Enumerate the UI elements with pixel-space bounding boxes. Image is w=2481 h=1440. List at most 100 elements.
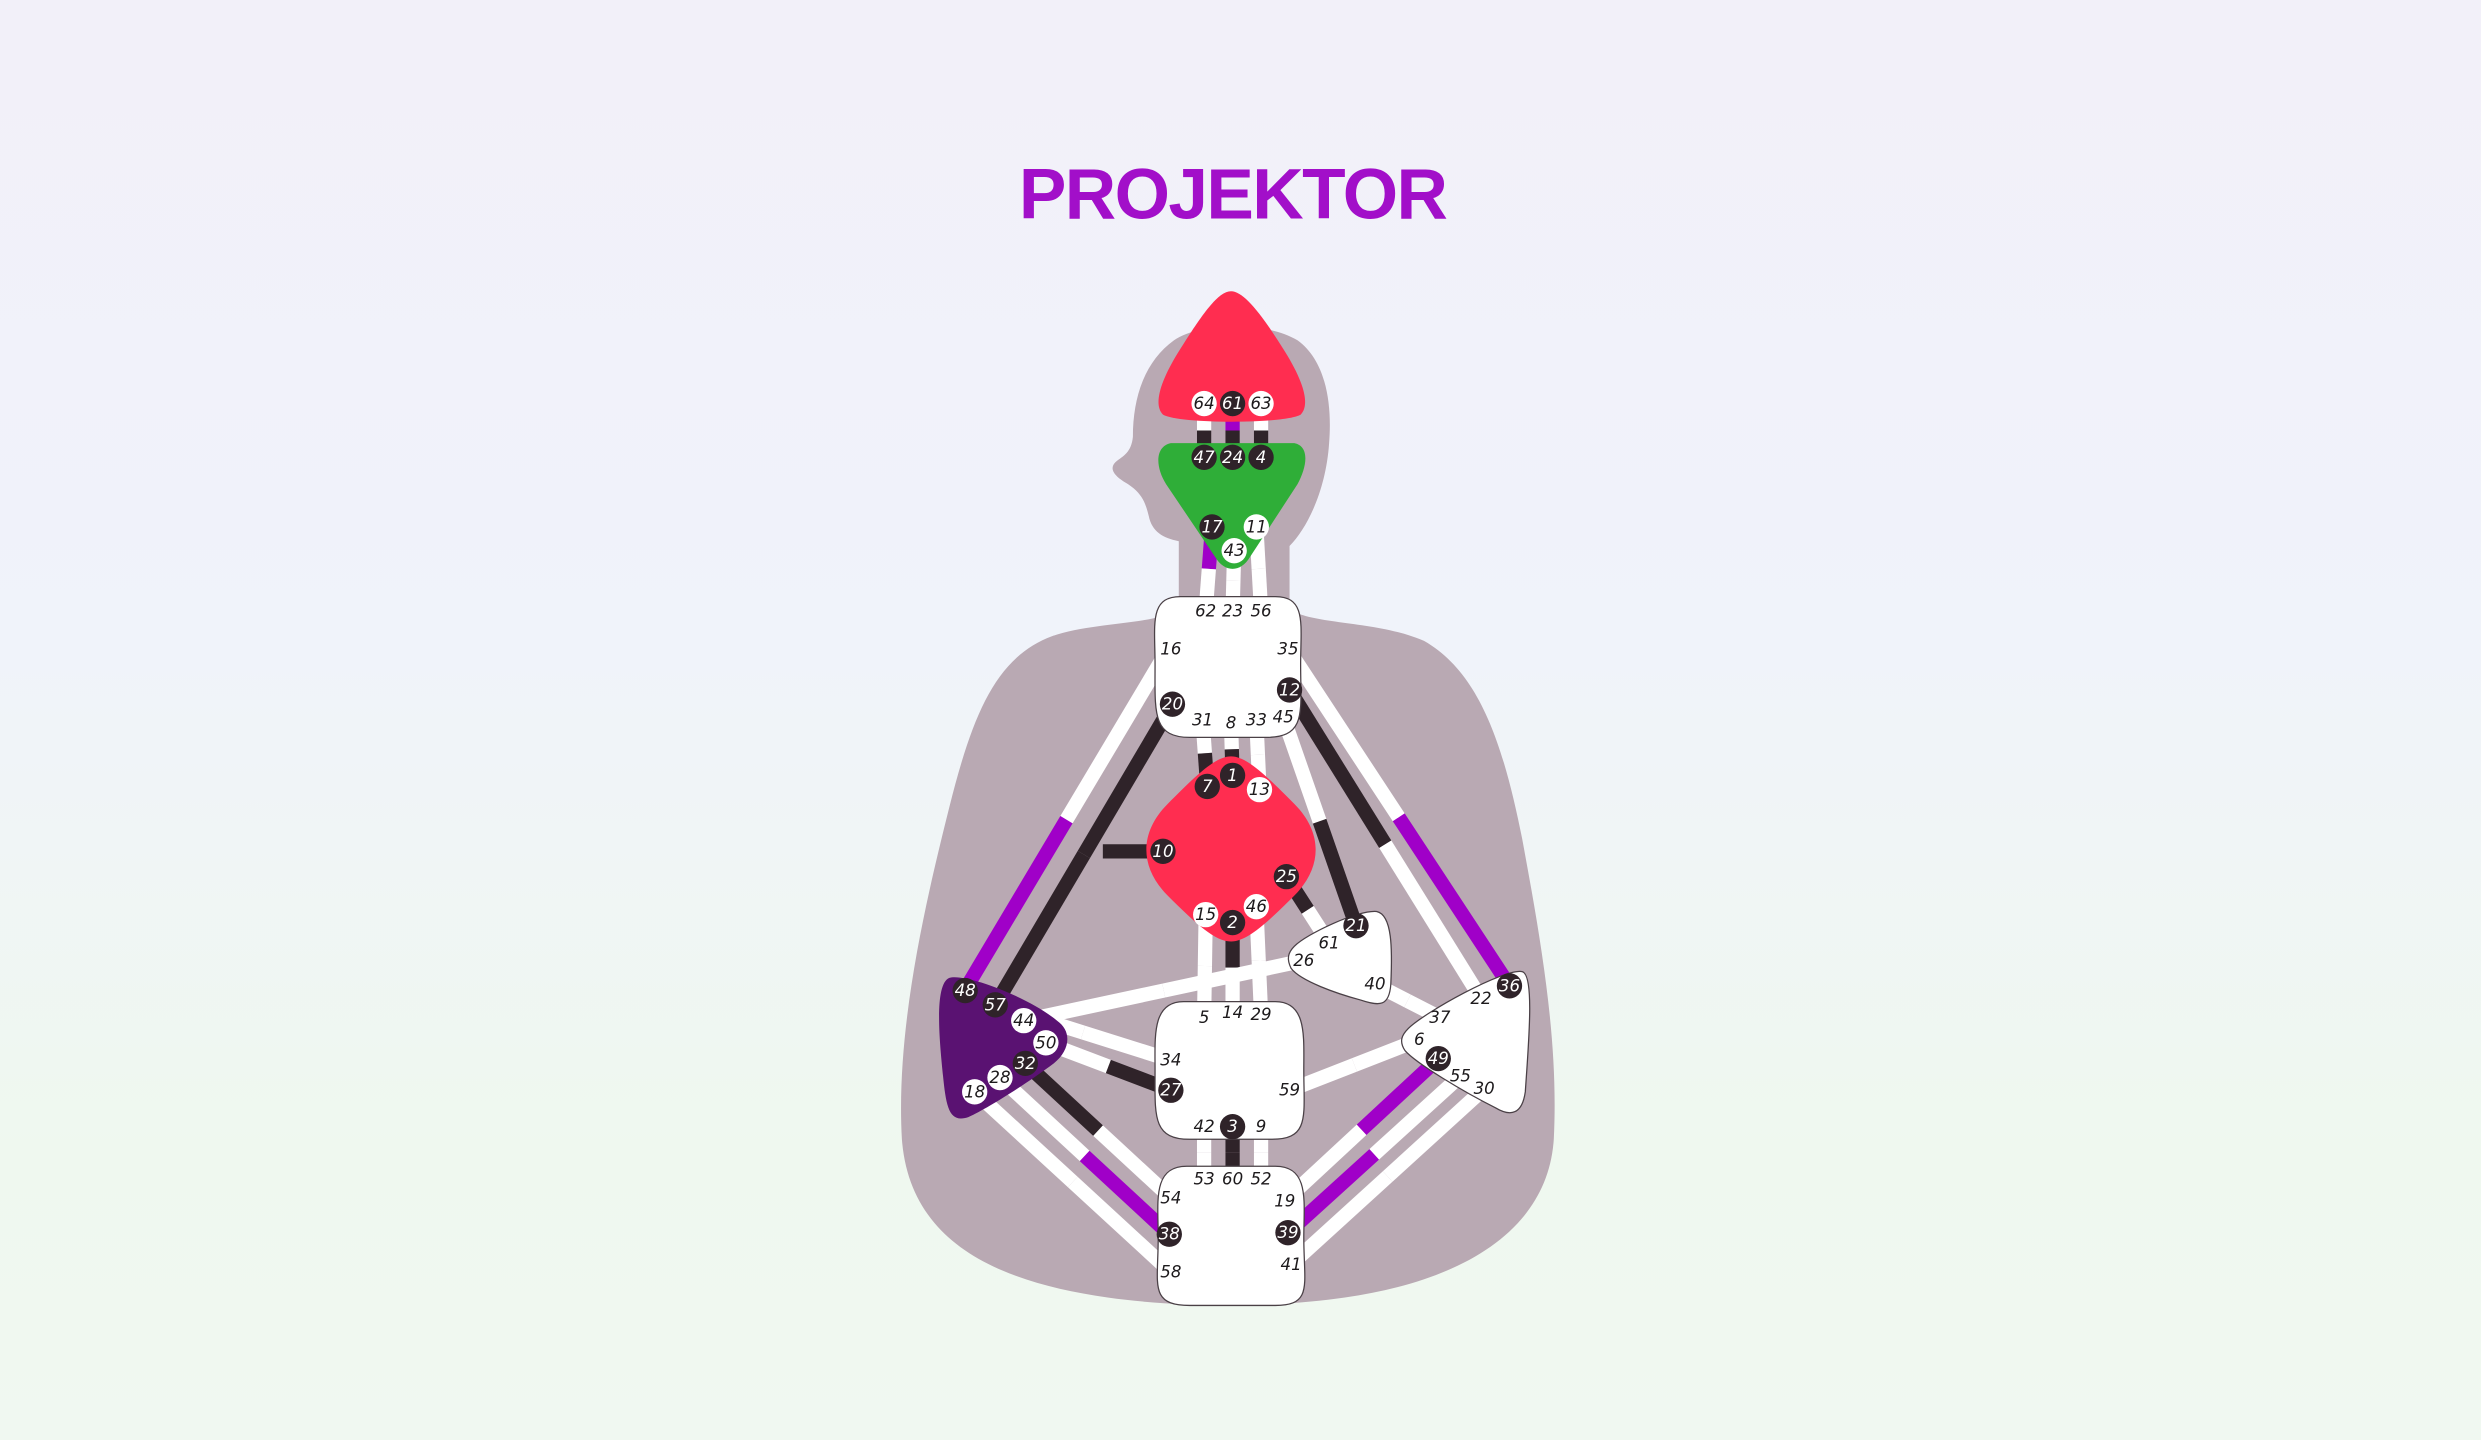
gate-62[interactable]: 62: [1195, 601, 1216, 620]
gate-47[interactable]: 47: [1191, 444, 1217, 471]
gate-5[interactable]: 5: [1199, 1008, 1210, 1027]
gate-marker: [1219, 909, 1246, 936]
gate-54[interactable]: 54: [1160, 1188, 1181, 1207]
gate-33[interactable]: 33: [1246, 711, 1267, 730]
center-ego[interactable]: [1287, 910, 1393, 1005]
gate-20[interactable]: 20: [1159, 691, 1186, 717]
gate-60[interactable]: 60: [1222, 1169, 1243, 1188]
gate-21[interactable]: 21: [1343, 913, 1369, 939]
gate-label: 63: [1250, 394, 1271, 413]
gate-19[interactable]: 19: [1274, 1192, 1295, 1211]
center-throat[interactable]: [1153, 595, 1302, 739]
gate-10[interactable]: 10: [1150, 838, 1176, 864]
gate-61[interactable]: 61: [1219, 390, 1246, 417]
gate-14[interactable]: 14: [1222, 1003, 1243, 1022]
gate-label: 12: [1279, 680, 1300, 699]
gate-label: 32: [1015, 1054, 1036, 1073]
gate-48[interactable]: 48: [952, 977, 978, 1004]
gate-16[interactable]: 16: [1160, 639, 1181, 658]
gate-63[interactable]: 63: [1248, 390, 1274, 417]
gate-45[interactable]: 45: [1273, 707, 1294, 726]
center-head[interactable]: [1158, 291, 1306, 422]
center-root[interactable]: [1156, 1165, 1306, 1307]
gate-6[interactable]: 6: [1414, 1030, 1425, 1049]
gate-52[interactable]: 52: [1250, 1169, 1271, 1188]
channel-30-41: [1286, 1083, 1489, 1270]
gate-3[interactable]: 3: [1219, 1113, 1246, 1140]
gate-label: 28: [989, 1068, 1010, 1087]
gate-marker: [1496, 973, 1523, 999]
channel-half-16: [1060, 651, 1171, 824]
channel-half-30: [1382, 1083, 1489, 1182]
gate-17[interactable]: 17: [1199, 514, 1225, 540]
gate-marker: [1219, 444, 1246, 471]
gate-label: 13: [1249, 780, 1270, 799]
gate-64[interactable]: 64: [1191, 390, 1217, 417]
gate-7[interactable]: 7: [1194, 773, 1220, 800]
gate-label: 58: [1160, 1263, 1181, 1282]
gate-61[interactable]: 61: [1319, 934, 1340, 953]
center-solar-plexus[interactable]: [1400, 970, 1531, 1114]
gate-label: 30: [1474, 1079, 1495, 1098]
gate-34[interactable]: 34: [1160, 1051, 1181, 1070]
gate-37[interactable]: 37: [1429, 1008, 1451, 1027]
gate-41[interactable]: 41: [1281, 1255, 1302, 1274]
gate-18[interactable]: 18: [962, 1079, 988, 1105]
gate-label: 42: [1194, 1117, 1215, 1136]
gate-27[interactable]: 27: [1158, 1077, 1184, 1103]
gate-2[interactable]: 2: [1219, 909, 1246, 936]
gate-53[interactable]: 53: [1194, 1169, 1215, 1188]
gate-35[interactable]: 35: [1277, 639, 1298, 658]
gate-49[interactable]: 49: [1425, 1045, 1451, 1072]
gate-23[interactable]: 23: [1222, 601, 1243, 620]
gate-9[interactable]: 9: [1256, 1117, 1267, 1136]
center-sacral[interactable]: [1154, 1001, 1305, 1140]
gate-43[interactable]: 43: [1221, 538, 1247, 564]
gate-25[interactable]: 25: [1273, 863, 1300, 890]
center-g[interactable]: [1146, 756, 1316, 942]
channel-half-58: [1067, 1176, 1176, 1278]
gate-label: 29: [1250, 1005, 1271, 1024]
gate-24[interactable]: 24: [1219, 444, 1246, 471]
gate-marker: [1156, 1221, 1182, 1247]
gate-label: 21: [1345, 916, 1366, 935]
gate-22[interactable]: 22: [1470, 989, 1491, 1008]
gate-58[interactable]: 58: [1160, 1263, 1181, 1282]
channel-half-54: [1093, 1125, 1176, 1204]
gate-29[interactable]: 29: [1250, 1005, 1271, 1024]
gate-label: 41: [1281, 1255, 1302, 1274]
gate-31[interactable]: 31: [1192, 711, 1213, 730]
center-ajna[interactable]: [1158, 443, 1306, 569]
gate-label: 56: [1250, 601, 1271, 620]
gate-marker: [962, 1079, 988, 1105]
gate-57[interactable]: 57: [982, 992, 1008, 1018]
gate-42[interactable]: 42: [1194, 1117, 1215, 1136]
gate-32[interactable]: 32: [1012, 1050, 1038, 1077]
gate-39[interactable]: 39: [1275, 1219, 1301, 1246]
gate-15[interactable]: 15: [1193, 901, 1219, 928]
gate-1[interactable]: 1: [1219, 762, 1246, 789]
gate-4[interactable]: 4: [1248, 444, 1274, 471]
gate-59[interactable]: 59: [1279, 1081, 1300, 1100]
gate-36[interactable]: 36: [1496, 973, 1523, 999]
gate-11[interactable]: 11: [1243, 514, 1269, 540]
gate-8[interactable]: 8: [1226, 714, 1237, 733]
gate-26[interactable]: 26: [1293, 951, 1314, 970]
gate-40[interactable]: 40: [1364, 975, 1385, 994]
gate-50[interactable]: 50: [1033, 1030, 1059, 1056]
gate-30[interactable]: 30: [1474, 1079, 1495, 1098]
channel-half-22: [1379, 840, 1488, 1003]
gate-56[interactable]: 56: [1250, 601, 1271, 620]
gate-55[interactable]: 55: [1450, 1067, 1471, 1086]
gate-44[interactable]: 44: [1011, 1007, 1037, 1034]
gate-38[interactable]: 38: [1156, 1221, 1182, 1247]
gate-13[interactable]: 13: [1246, 776, 1273, 803]
gate-28[interactable]: 28: [987, 1064, 1013, 1091]
gate-label: 45: [1273, 707, 1294, 726]
gate-46[interactable]: 46: [1243, 894, 1269, 920]
gate-marker: [1011, 1007, 1037, 1034]
gate-label: 61: [1319, 934, 1340, 953]
gate-label: 24: [1222, 448, 1243, 467]
gate-label: 11: [1246, 517, 1267, 536]
gate-12[interactable]: 12: [1276, 677, 1303, 703]
